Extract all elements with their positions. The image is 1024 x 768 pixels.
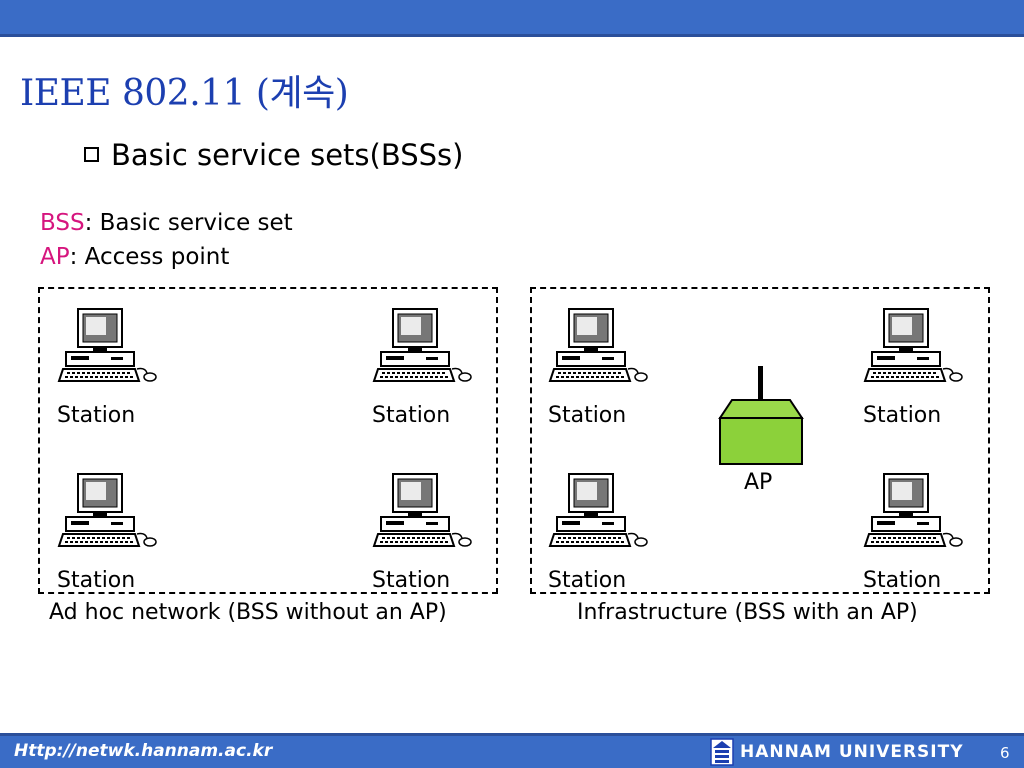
computer-icon <box>57 473 157 547</box>
computer-icon <box>57 308 157 382</box>
bullet-text: Basic service sets(BSSs) <box>111 138 464 172</box>
station-label: Station <box>57 403 136 428</box>
station-label: Station <box>863 568 942 593</box>
station-node: Station <box>57 472 167 593</box>
university-logo-icon <box>710 738 734 766</box>
computer-icon <box>372 473 472 547</box>
legend-ap: AP: Access point <box>40 244 229 270</box>
computer-icon <box>372 308 472 382</box>
top-banner-line <box>0 34 1024 37</box>
station-node: Station <box>863 307 973 428</box>
checkbox-bullet-icon <box>84 147 99 162</box>
station-node: Station <box>372 472 482 593</box>
station-label: Station <box>548 568 627 593</box>
station-label: Station <box>372 403 451 428</box>
adhoc-bss-frame <box>38 287 498 594</box>
station-node: Station <box>57 307 167 428</box>
legend-term: BSS <box>40 210 85 236</box>
station-node: Station <box>372 307 482 428</box>
station-node: Station <box>863 472 973 593</box>
adhoc-caption: Ad hoc network (BSS without an AP) <box>49 600 447 625</box>
station-node: Station <box>548 307 658 428</box>
ap-label: AP <box>744 470 773 495</box>
bullet-item: Basic service sets(BSSs) <box>84 138 463 172</box>
station-node: Station <box>548 472 658 593</box>
station-label: Station <box>57 568 136 593</box>
computer-icon <box>863 473 963 547</box>
station-label: Station <box>548 403 627 428</box>
station-label: Station <box>863 403 942 428</box>
computer-icon <box>548 308 648 382</box>
top-banner <box>0 0 1024 34</box>
bottom-banner <box>0 736 1024 768</box>
bottom-banner-line <box>0 733 1024 736</box>
access-point-icon <box>718 366 804 465</box>
computer-icon <box>863 308 963 382</box>
university-name: HANNAM UNIVERSITY <box>740 742 964 762</box>
legend-bss: BSS: Basic service set <box>40 210 293 236</box>
page-number: 6 <box>1000 744 1010 762</box>
computer-icon <box>548 473 648 547</box>
slide-title: IEEE 802.11 (계속) <box>20 73 349 114</box>
footer-url-link[interactable]: Http://netwk.hannam.ac.kr <box>14 741 273 761</box>
legend-definition: : Basic service set <box>84 210 293 236</box>
access-point-node: AP <box>718 366 804 504</box>
legend-definition: : Access point <box>69 244 230 270</box>
station-label: Station <box>372 568 451 593</box>
infrastructure-caption: Infrastructure (BSS with an AP) <box>577 600 918 625</box>
legend-term: AP <box>40 244 70 270</box>
infrastructure-bss-frame <box>530 287 990 594</box>
